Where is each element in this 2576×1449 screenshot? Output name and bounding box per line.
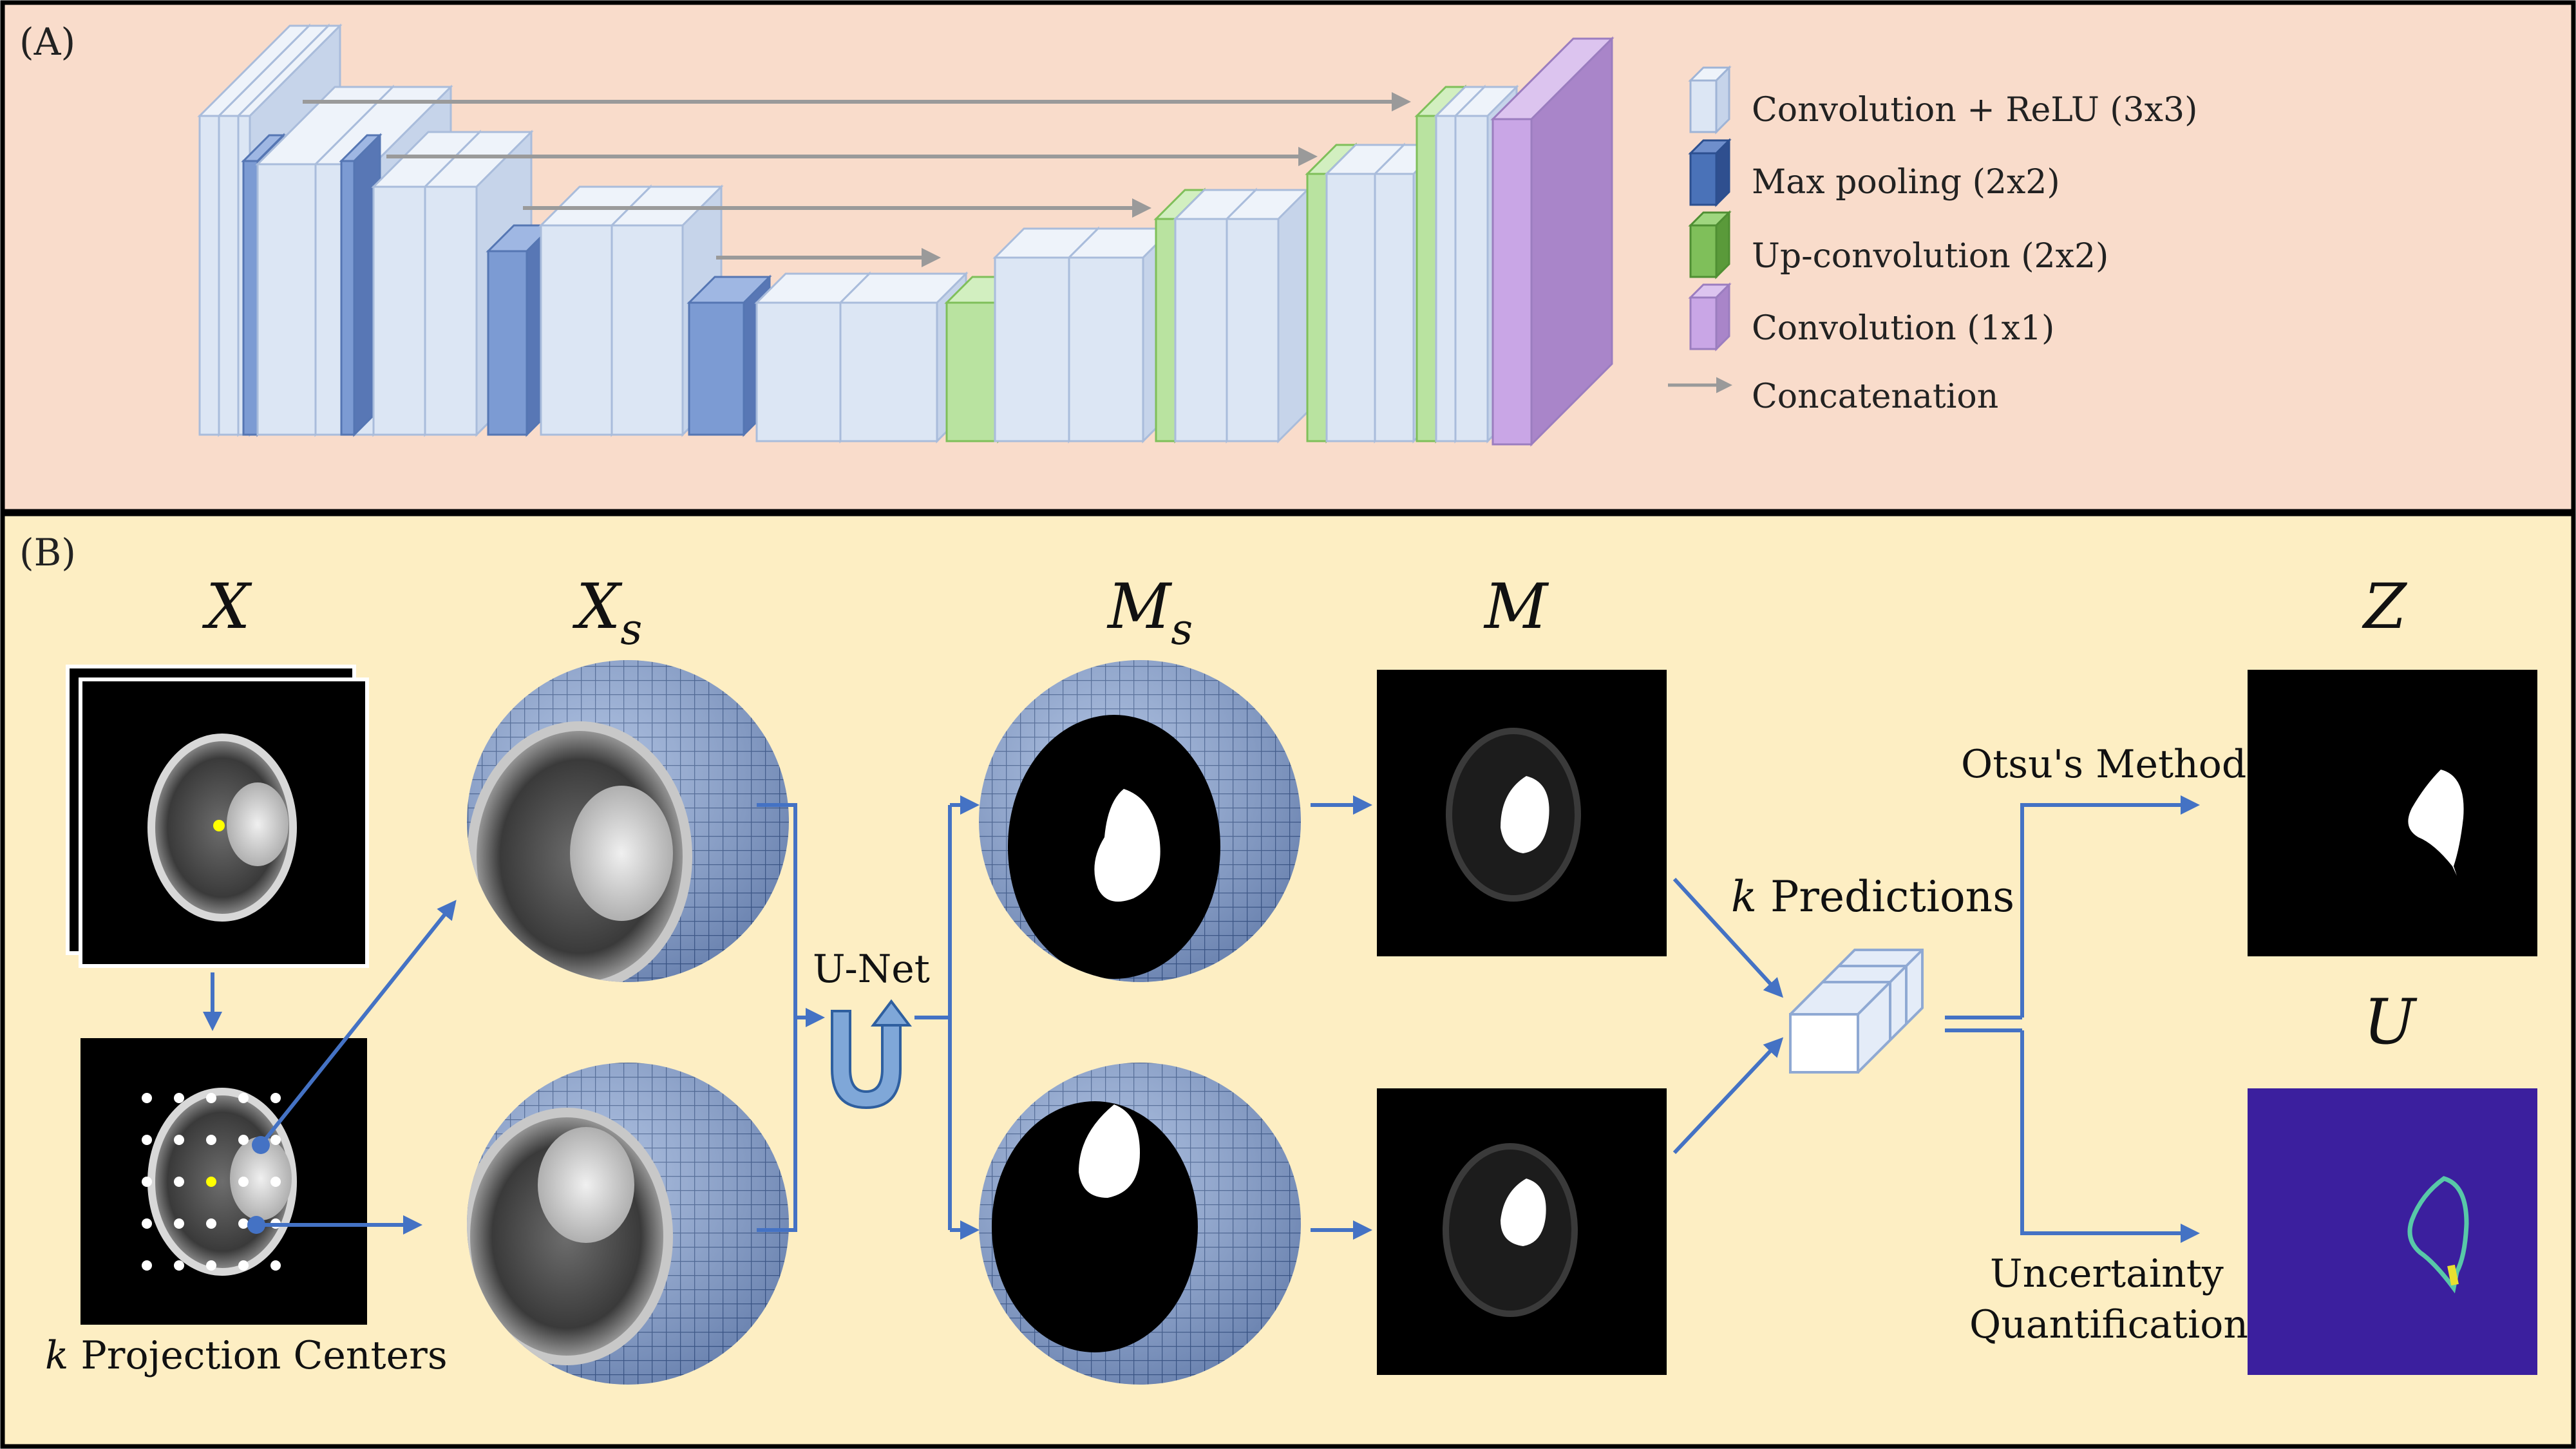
projection-dot <box>206 1093 216 1103</box>
unet-icon <box>831 999 913 1110</box>
projection-dot <box>270 1260 281 1271</box>
unet-architecture <box>197 23 1615 447</box>
otsu-label: Otsu's Method <box>1961 742 2246 787</box>
predictions-k: k <box>1731 872 1757 922</box>
projection-centers-label: k Projection Centers <box>45 1333 448 1378</box>
final-segmentation-z <box>2248 670 2537 956</box>
predictions-label: k Predictions <box>1731 872 2014 922</box>
projection-centers-image <box>80 1038 367 1325</box>
projection-centers-text: Projection Centers <box>68 1333 447 1378</box>
projection-dot <box>238 1218 249 1229</box>
legend-max-pooling: Max pooling (2x2) <box>1688 138 2060 207</box>
sphere-ms-1 <box>979 660 1301 982</box>
legend-concatenation-label: Concatenation <box>1752 377 1998 416</box>
legend-conv-relu: Convolution + ReLU (3x3) <box>1688 65 2197 135</box>
projection-dot <box>270 1177 281 1187</box>
projection-dot <box>206 1218 216 1229</box>
title-xs-main: X <box>572 571 623 643</box>
projection-dot <box>238 1177 249 1187</box>
projection-dot <box>238 1093 249 1103</box>
title-ms-sub: s <box>1171 605 1193 654</box>
legend-convolution-1x1-label: Convolution (1x1) <box>1752 309 2054 348</box>
title-u: U <box>2363 986 2418 1058</box>
input-mri-slice <box>147 734 297 922</box>
title-ms: Ms <box>1106 571 1193 654</box>
uncertainty-label-line2: Quantification <box>1969 1302 2248 1347</box>
projection-dot <box>174 1218 184 1229</box>
projection-dot <box>142 1093 152 1103</box>
arrow-center-to-sphere-1 <box>259 900 457 1146</box>
title-xs: Xs <box>572 571 642 654</box>
unet-label: U-Net <box>813 947 930 992</box>
connector-to-otsu <box>2020 795 2200 1018</box>
projection-centers-k: k <box>45 1333 68 1378</box>
uncertainty-map-u <box>2248 1088 2537 1375</box>
uncertainty-label-line1: Uncertainty <box>1990 1251 2224 1296</box>
projection-dot <box>142 1218 152 1229</box>
legend: Convolution + ReLU (3x3) Max pooling (2x… <box>1668 65 2197 416</box>
panel-b-background <box>0 511 2576 1449</box>
panel-b-label: (B) <box>19 531 76 574</box>
projection-dot <box>206 1135 216 1145</box>
projection-dot <box>142 1135 152 1145</box>
projection-dot <box>174 1135 184 1145</box>
projection-dot <box>174 1093 184 1103</box>
sphere-xs-1 <box>467 660 789 982</box>
legend-conv-relu-label: Convolution + ReLU (3x3) <box>1752 91 2197 129</box>
panel-a-label: (A) <box>19 20 75 64</box>
projection-dot <box>142 1260 152 1271</box>
projection-dot <box>206 1177 216 1187</box>
projection-dot <box>206 1260 216 1271</box>
unet-block-28 <box>1490 36 1615 447</box>
projection-dot <box>270 1135 281 1145</box>
projection-dot <box>142 1177 152 1187</box>
legend-concatenation: Concatenation <box>1668 377 1998 416</box>
legend-up-convolution: Up-convolution (2x2) <box>1688 210 2108 279</box>
title-m: M <box>1483 571 1549 643</box>
arrow-m1-to-stack <box>1672 877 1784 998</box>
prediction-stack <box>1789 949 1924 1074</box>
projection-dot <box>238 1260 249 1271</box>
title-ms-main: M <box>1106 571 1173 643</box>
title-z: Z <box>2362 571 2408 643</box>
unet-block-17 <box>992 226 1101 444</box>
legend-up-convolution-label: Up-convolution (2x2) <box>1752 237 2108 276</box>
legend-max-pooling-label: Max pooling (2x2) <box>1752 163 2060 202</box>
sphere-xs-2 <box>467 1063 789 1385</box>
sphere-ms-2 <box>979 1063 1301 1385</box>
unet-block-21 <box>1224 187 1310 444</box>
projection-dot <box>174 1260 184 1271</box>
mask-image-1 <box>1377 670 1667 956</box>
connector-to-uncertainty <box>2020 1030 2200 1243</box>
input-image-stack <box>66 665 369 968</box>
projection-dot <box>270 1093 281 1103</box>
predictions-text: Predictions <box>1757 872 2014 922</box>
arrow-m2-to-stack <box>1672 1037 1784 1155</box>
legend-convolution-1x1: Convolution (1x1) <box>1688 282 2054 352</box>
projection-dot <box>174 1177 184 1187</box>
title-x: X <box>202 571 252 643</box>
mask-image-2 <box>1377 1088 1667 1375</box>
projection-dot <box>238 1135 249 1145</box>
center-point-marker <box>213 820 225 831</box>
title-xs-sub: s <box>620 605 642 654</box>
